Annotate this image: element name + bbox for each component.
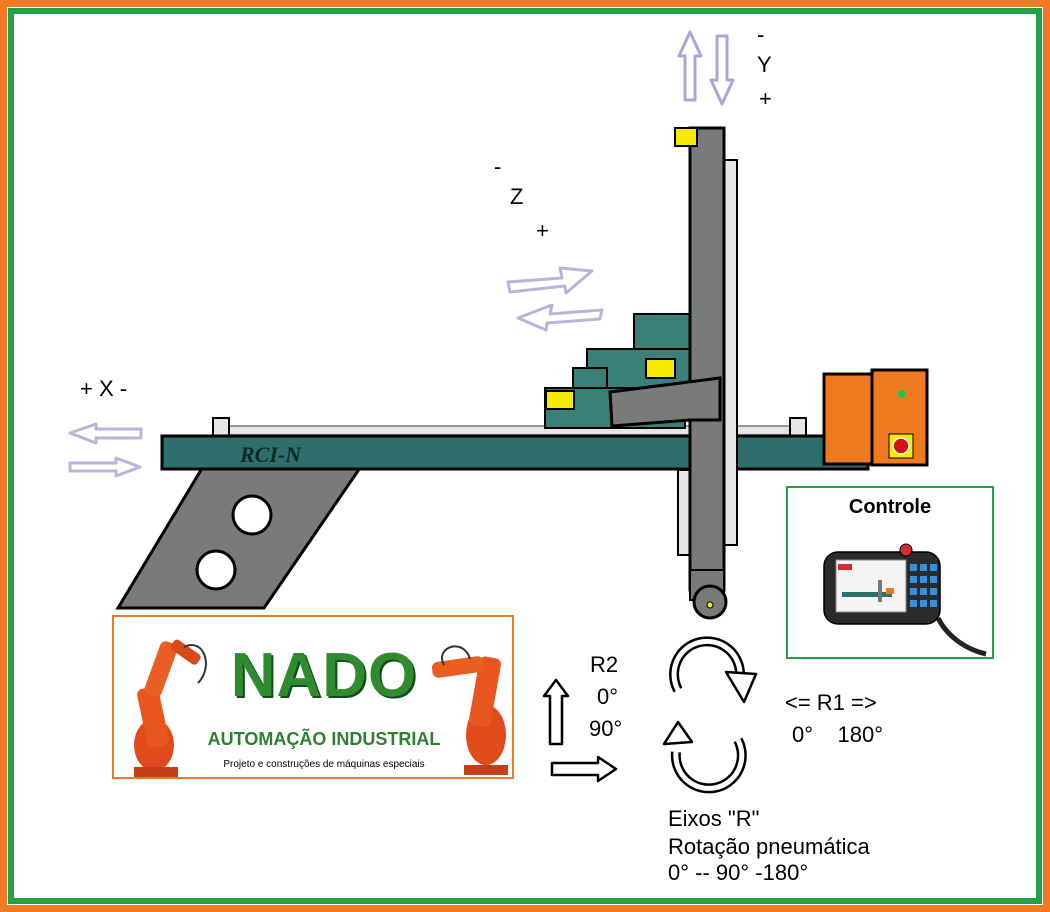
- eixos-description: Rotação pneumática: [668, 834, 870, 859]
- r1-label: <= R1 =>: [785, 690, 877, 715]
- y-arrow-down: [709, 34, 735, 106]
- leg-hole-bottom: [195, 549, 237, 591]
- r1-angles: 0° 180°: [792, 722, 883, 747]
- controle-title: Controle: [848, 496, 932, 518]
- rotation-counterclockwise-icon: [662, 720, 747, 794]
- z-axis-minus: -: [494, 154, 502, 179]
- y-axis-column: [688, 126, 726, 592]
- logo-tagline: Projeto e construções de máquinas especi…: [223, 759, 425, 770]
- z-axis-arm: [608, 376, 722, 428]
- teach-pendant-icon: [823, 543, 987, 657]
- z-axis-name: Z: [510, 184, 524, 209]
- motor-box-left: [822, 372, 876, 466]
- eixos-angles: 0° -- 90° -180°: [668, 860, 809, 885]
- eixos-title: Eixos "R": [668, 806, 760, 831]
- robot-arm-left-icon: [134, 639, 207, 777]
- leg-hole-top: [231, 494, 273, 536]
- y-axis-plus: +: [759, 86, 772, 111]
- rail-stop-right: [789, 417, 807, 437]
- controle-panel: Controle: [786, 486, 994, 659]
- nado-logo: NADO AUTOMAÇÃO INDUSTRIAL Projeto e cons…: [112, 615, 514, 779]
- x-axis-label: + X -: [80, 376, 128, 401]
- r2-angle-0: 0°: [597, 684, 619, 709]
- marker-yellow-base: [545, 390, 575, 410]
- beam-model-label: RCI-N: [240, 442, 302, 467]
- rail-stop-left: [212, 417, 230, 437]
- marker-yellow-column: [674, 127, 698, 147]
- logo-main-text: NADO: [230, 641, 418, 710]
- z-arrow-forward: [506, 266, 594, 295]
- logo-subtitle: AUTOMAÇÃO INDUSTRIAL: [207, 729, 441, 749]
- r2-arrow-up: [542, 678, 570, 746]
- x-arrow-right: [68, 456, 142, 478]
- x-axis-beam: [160, 434, 870, 471]
- robot-arm-icons: [134, 639, 508, 777]
- y-axis-minus: -: [757, 22, 765, 47]
- gripper-center: [706, 601, 714, 609]
- emergency-stop-icon: [892, 437, 910, 455]
- marker-yellow-carriage: [645, 358, 676, 379]
- status-led: [898, 390, 906, 398]
- robot-arm-right-icon: [431, 645, 508, 775]
- r2-arrow-right: [550, 755, 618, 783]
- y-axis-name: Y: [757, 52, 772, 77]
- support-leg: [115, 463, 365, 610]
- r2-angle-90: 90°: [589, 716, 623, 741]
- x-arrow-left: [68, 422, 143, 445]
- rotation-clockwise-icon: [669, 636, 758, 704]
- z-axis-plus: +: [536, 218, 549, 243]
- r2-name: R2: [590, 652, 619, 677]
- y-arrow-up: [677, 30, 703, 102]
- z-arrow-back: [516, 303, 604, 332]
